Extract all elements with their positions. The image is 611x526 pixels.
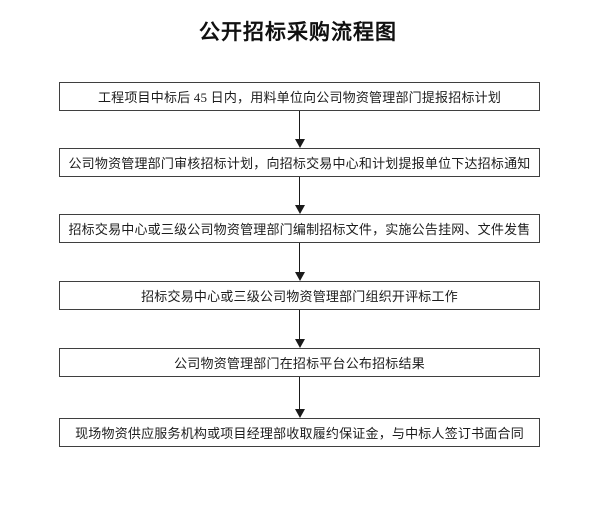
down-arrow-icon — [294, 177, 305, 214]
flow-step-3-label: 招标交易中心或三级公司物资管理部门编制招标文件，实施公告挂网、文件发售 — [68, 222, 531, 237]
flow-step-2-label: 公司物资管理部门审核招标计划，向招标交易中心和计划提报单位下达招标通知 — [68, 156, 531, 171]
down-arrow-icon — [294, 310, 305, 348]
down-arrow-icon — [294, 377, 305, 418]
arrow-line — [299, 243, 300, 272]
down-arrow-icon — [294, 111, 305, 148]
arrow-line — [299, 310, 300, 339]
flow-step-6-label: 现场物资供应服务机构或项目经理部收取履约保证金，与中标人签订书面合同 — [75, 426, 524, 441]
page-title: 公开招标采购流程图 — [199, 20, 397, 44]
arrow-head — [294, 205, 305, 214]
flow-step-5-label: 公司物资管理部门在招标平台公布招标结果 — [174, 356, 425, 371]
arrow-head — [294, 272, 305, 281]
flow-step-1: 工程项目中标后 45 日内，用料单位向公司物资管理部门提报招标计划 — [59, 82, 540, 111]
flow-step-1-label: 工程项目中标后 45 日内，用料单位向公司物资管理部门提报招标计划 — [97, 90, 502, 105]
flow-step-2: 公司物资管理部门审核招标计划，向招标交易中心和计划提报单位下达招标通知 — [59, 148, 540, 177]
flow-step-6: 现场物资供应服务机构或项目经理部收取履约保证金，与中标人签订书面合同 — [59, 418, 540, 447]
arrow-head — [294, 339, 305, 348]
arrow-line — [299, 111, 300, 139]
flow-step-5: 公司物资管理部门在招标平台公布招标结果 — [59, 348, 540, 377]
flow-step-4: 招标交易中心或三级公司物资管理部门组织开评标工作 — [59, 281, 540, 310]
flow-step-3: 招标交易中心或三级公司物资管理部门编制招标文件，实施公告挂网、文件发售 — [59, 214, 540, 243]
arrow-head — [294, 139, 305, 148]
flow-step-4-label: 招标交易中心或三级公司物资管理部门组织开评标工作 — [141, 289, 458, 304]
arrow-line — [299, 377, 300, 409]
arrow-head — [294, 409, 305, 418]
arrow-line — [299, 177, 300, 205]
down-arrow-icon — [294, 243, 305, 281]
